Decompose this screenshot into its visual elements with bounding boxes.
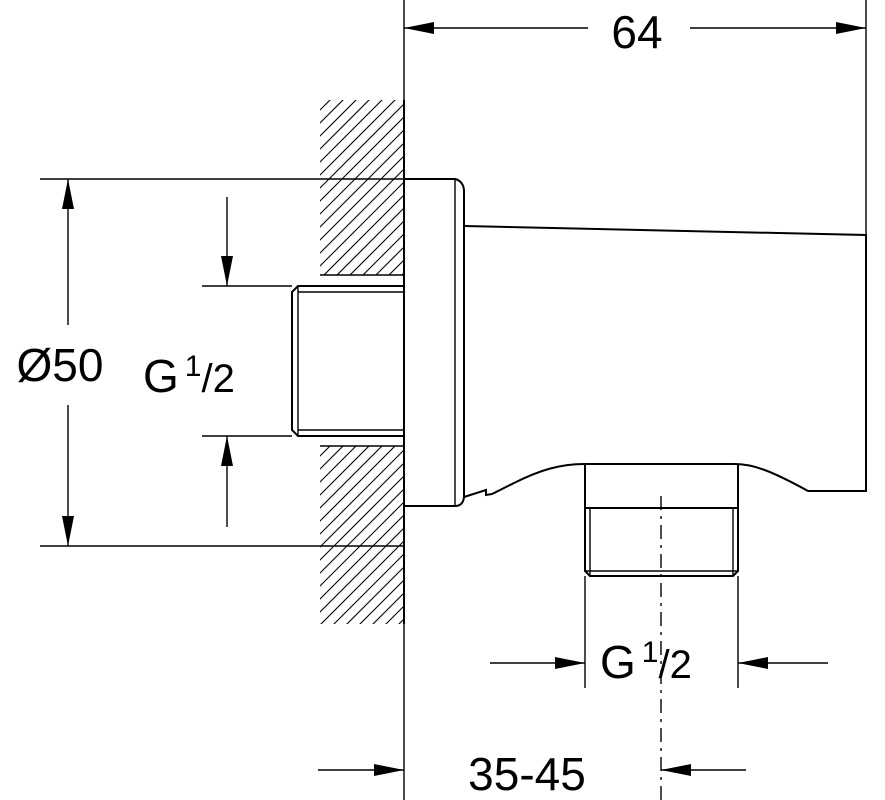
hatch-line	[320, 446, 344, 470]
hatch-line	[401, 272, 404, 275]
hatch-line	[80, 426, 298, 644]
hatch-line	[385, 605, 404, 624]
hatch-line	[362, 233, 404, 275]
dimension-diameter: Ø50	[17, 178, 404, 547]
hatch-line	[375, 246, 404, 275]
hatch-line	[395, 80, 610, 295]
wall-outlet-elbow	[291, 178, 867, 800]
hatch-line	[320, 168, 404, 254]
hatch-line	[320, 100, 331, 111]
hatch-line	[109, 80, 324, 295]
hatch-line	[320, 488, 404, 574]
hatch-line	[320, 100, 383, 163]
hatch-line	[398, 618, 404, 624]
hatch-line	[320, 181, 404, 267]
diameter-label: Ø50	[17, 339, 104, 391]
hatch-line	[70, 80, 285, 295]
hatch-line	[320, 449, 404, 535]
hatch-line	[320, 527, 404, 613]
hatch-line	[336, 207, 404, 275]
hatch-line	[359, 579, 404, 624]
hatch-line	[320, 446, 396, 522]
hatch-line	[320, 446, 331, 457]
hatch-line	[320, 540, 404, 624]
wall-thread-label-sub: /2	[201, 357, 234, 401]
hatch-line	[320, 100, 357, 137]
hatch-line	[320, 446, 383, 509]
hatch-line	[346, 566, 404, 624]
hatch-line	[106, 426, 324, 644]
hatch-line	[5, 80, 220, 295]
dimension-wall-depth: 35-45	[318, 624, 746, 800]
hatch-line	[333, 553, 404, 624]
hatch-line	[119, 426, 337, 644]
rosette-flange	[404, 178, 465, 507]
hatch-line	[122, 80, 337, 295]
hatch-line	[320, 100, 344, 124]
hatch-line	[320, 142, 404, 228]
hatch-line	[349, 220, 404, 275]
outlet-thread-label-main: G	[600, 636, 636, 688]
hatch-line	[93, 426, 311, 644]
hatch-line	[31, 80, 246, 295]
hatch-line	[320, 446, 357, 483]
hatch-line	[15, 426, 233, 644]
hatch-line	[320, 100, 396, 176]
hatch-line	[2, 426, 220, 644]
outlet-thread-label-sup: 1	[642, 636, 659, 669]
hatch-line	[320, 462, 404, 548]
hatch-line	[54, 426, 272, 644]
wall	[2, 80, 610, 644]
hatch-line	[320, 475, 404, 561]
hatch-line	[96, 80, 311, 295]
hatch-line	[320, 446, 370, 496]
inlet-thread-stub	[291, 285, 404, 437]
hatch-line	[388, 259, 404, 275]
wall-hatch-top	[5, 80, 610, 295]
hatch-line	[67, 426, 285, 644]
wall-thread-label-sup: 1	[185, 350, 202, 383]
hatch-line	[320, 155, 404, 241]
dimension-overall-length: 64	[403, 0, 867, 235]
hatch-line	[372, 592, 404, 624]
hatch-line	[320, 100, 370, 150]
hatch-line	[392, 426, 610, 644]
outlet-thread-label-sub: /2	[658, 643, 691, 687]
overall-length-label: 64	[611, 6, 662, 58]
hatch-line	[320, 103, 404, 189]
wall-thread-label-main: G	[143, 350, 179, 402]
outlet-body	[463, 225, 867, 498]
hatch-line	[83, 80, 298, 295]
hatch-line	[28, 426, 246, 644]
hatch-line	[320, 116, 404, 202]
hatch-line	[320, 129, 404, 215]
hatch-line	[323, 194, 404, 275]
hatch-line	[57, 80, 272, 295]
hatch-line	[320, 514, 404, 600]
wall-hatch-bottom	[2, 426, 610, 644]
hatch-line	[320, 501, 404, 587]
wall-depth-label: 35-45	[468, 748, 586, 800]
hatch-line	[18, 80, 233, 295]
